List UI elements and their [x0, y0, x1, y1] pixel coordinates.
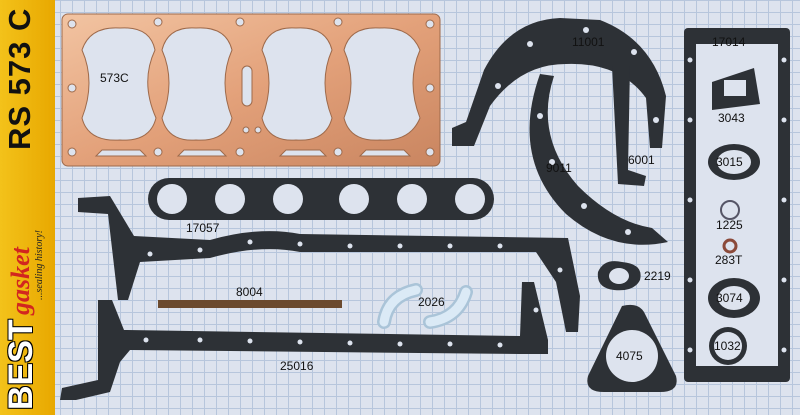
oil-pan-upper-gasket: [78, 196, 580, 332]
label-283t: 283T: [715, 253, 743, 267]
label-3015: 3015: [716, 155, 743, 169]
label-17057: 17057: [186, 221, 220, 235]
side-strip-gasket: 6001: [612, 66, 655, 186]
label-3074: 3074: [716, 291, 743, 305]
gasket-283t: 283T: [715, 238, 743, 267]
gasket-3043: 3043: [712, 68, 760, 125]
label-4075: 4075: [616, 349, 643, 363]
brand-strip: RS 573 C BEST gasket ...sealing history!: [0, 0, 55, 415]
label-9011: 9011: [546, 161, 572, 175]
rear-main-seal-gasket: 9011: [529, 74, 668, 245]
label-2026: 2026: [418, 295, 445, 309]
gasket-2219: 2219: [597, 261, 671, 291]
hose-set: 2026: [377, 283, 473, 329]
oil-pan-lower-gasket: 25016: [60, 282, 548, 400]
label-25016: 25016: [280, 359, 314, 373]
label-11001: 11001: [572, 35, 605, 49]
gasket-3074: 3074: [708, 278, 760, 318]
gasket-1032: 1032: [709, 327, 747, 365]
cork-strip: 8004: [158, 285, 342, 308]
label-1225: 1225: [716, 218, 743, 232]
label-8004: 8004: [236, 285, 263, 299]
label-6001: 6001: [628, 153, 655, 167]
label-1032: 1032: [714, 339, 741, 353]
head-gasket: 573C: [61, 13, 441, 167]
gasket-3015: 3015: [708, 144, 760, 180]
manifold-gasket: 17057: [148, 178, 494, 235]
label-2219: 2219: [644, 269, 671, 283]
label-573c: 573C: [100, 71, 129, 85]
gasket-1225: 1225: [716, 200, 743, 232]
label-3043: 3043: [718, 111, 745, 125]
label-17014: 17014: [712, 35, 746, 49]
gasket-4075: 4075: [587, 304, 677, 392]
timing-cover-gasket: 11001: [452, 18, 666, 148]
